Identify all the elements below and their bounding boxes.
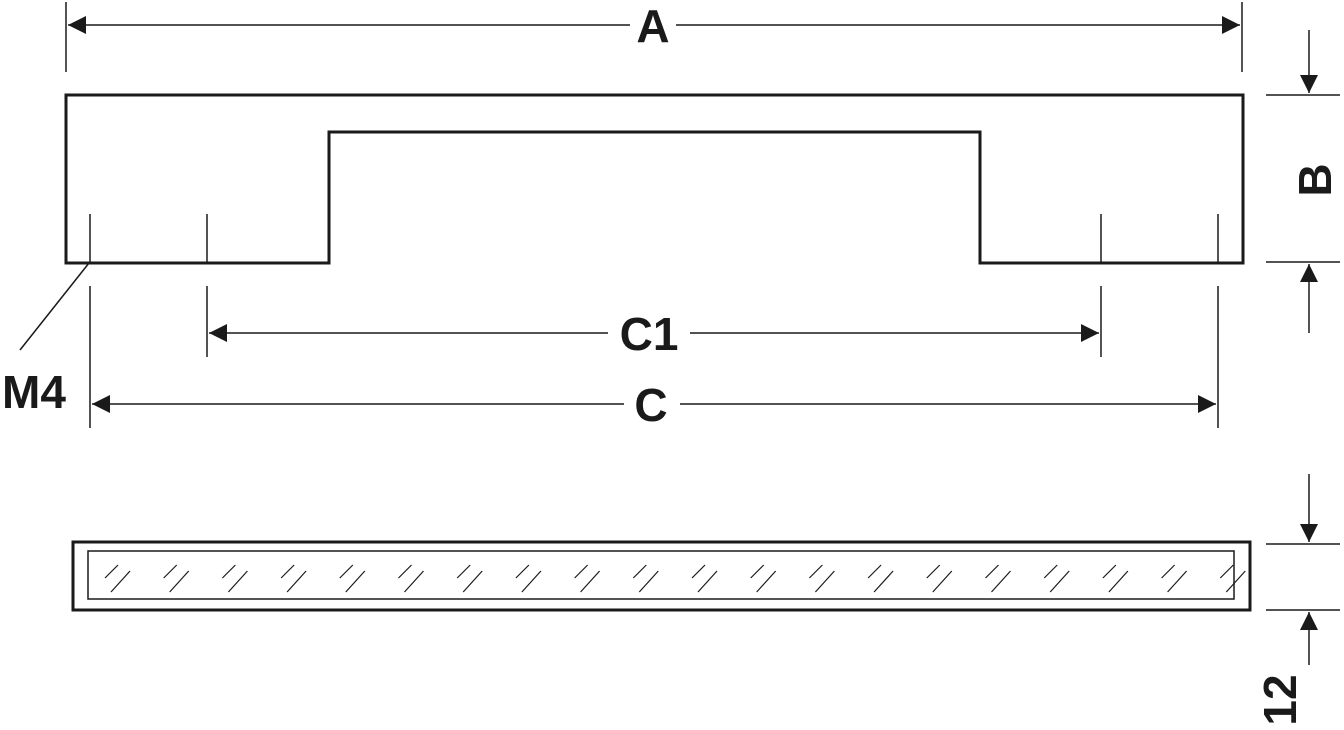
- hatch-stroke: [1102, 564, 1117, 579]
- hatch-stroke: [456, 564, 471, 579]
- hatch-stroke: [867, 564, 882, 579]
- glass-hatch-marks: [104, 564, 1246, 593]
- hatch-stroke: [521, 570, 542, 593]
- label-c: C: [634, 379, 667, 431]
- handle-outline: [64, 93, 1245, 265]
- hatch-stroke: [691, 564, 706, 579]
- hatch-stroke: [632, 564, 647, 579]
- hatch-stroke: [1049, 570, 1070, 593]
- hatch-stroke: [926, 564, 941, 579]
- hatch-stroke: [339, 564, 354, 579]
- top-view-glass-inset: [87, 550, 1235, 600]
- dimension-b: [1266, 30, 1340, 333]
- hatch-stroke: [574, 564, 589, 579]
- hatch-stroke: [286, 570, 307, 593]
- hatch-stroke: [750, 564, 765, 579]
- label-b: B: [1289, 163, 1341, 196]
- hatch-stroke: [462, 570, 483, 593]
- hatch-stroke: [697, 570, 718, 593]
- hatch-stroke: [104, 564, 119, 579]
- hatch-stroke: [991, 570, 1011, 593]
- hatch-stroke: [280, 564, 295, 579]
- hatch-stroke: [638, 570, 659, 593]
- hatch-stroke: [163, 564, 178, 579]
- hatch-stroke: [932, 570, 953, 593]
- hatch-stroke: [404, 570, 424, 593]
- label-a: A: [636, 0, 669, 52]
- hatch-stroke: [985, 564, 999, 579]
- hole-center-marks: [89, 214, 1219, 262]
- hatch-stroke: [110, 570, 131, 593]
- hatch-stroke: [1225, 570, 1246, 593]
- hatch-stroke: [1167, 570, 1188, 593]
- hatch-stroke: [345, 570, 366, 593]
- hatch-stroke: [808, 564, 823, 579]
- dimension-a: [65, 2, 1243, 72]
- hatch-stroke: [1161, 564, 1176, 579]
- hatch-stroke: [169, 570, 190, 593]
- hatch-stroke: [398, 564, 412, 579]
- m4-leader-line: [19, 262, 90, 351]
- label-c1: C1: [620, 308, 679, 360]
- hatch-stroke: [1108, 570, 1129, 593]
- dimension-12: [1266, 474, 1340, 665]
- dimension-c: [89, 286, 1219, 428]
- label-m4: M4: [2, 366, 66, 418]
- hatch-stroke: [756, 570, 777, 593]
- label-thickness-12: 12: [1254, 674, 1306, 725]
- hatch-stroke: [515, 564, 530, 579]
- hatch-stroke: [221, 564, 236, 579]
- hatch-stroke: [1219, 564, 1234, 579]
- top-view-outer: [71, 540, 1252, 612]
- dimension-c1: [206, 286, 1102, 357]
- hatch-stroke: [1043, 564, 1058, 579]
- hatch-stroke: [814, 570, 835, 593]
- hatch-stroke: [580, 570, 601, 593]
- hatch-stroke: [873, 570, 894, 593]
- hatch-stroke: [227, 570, 248, 593]
